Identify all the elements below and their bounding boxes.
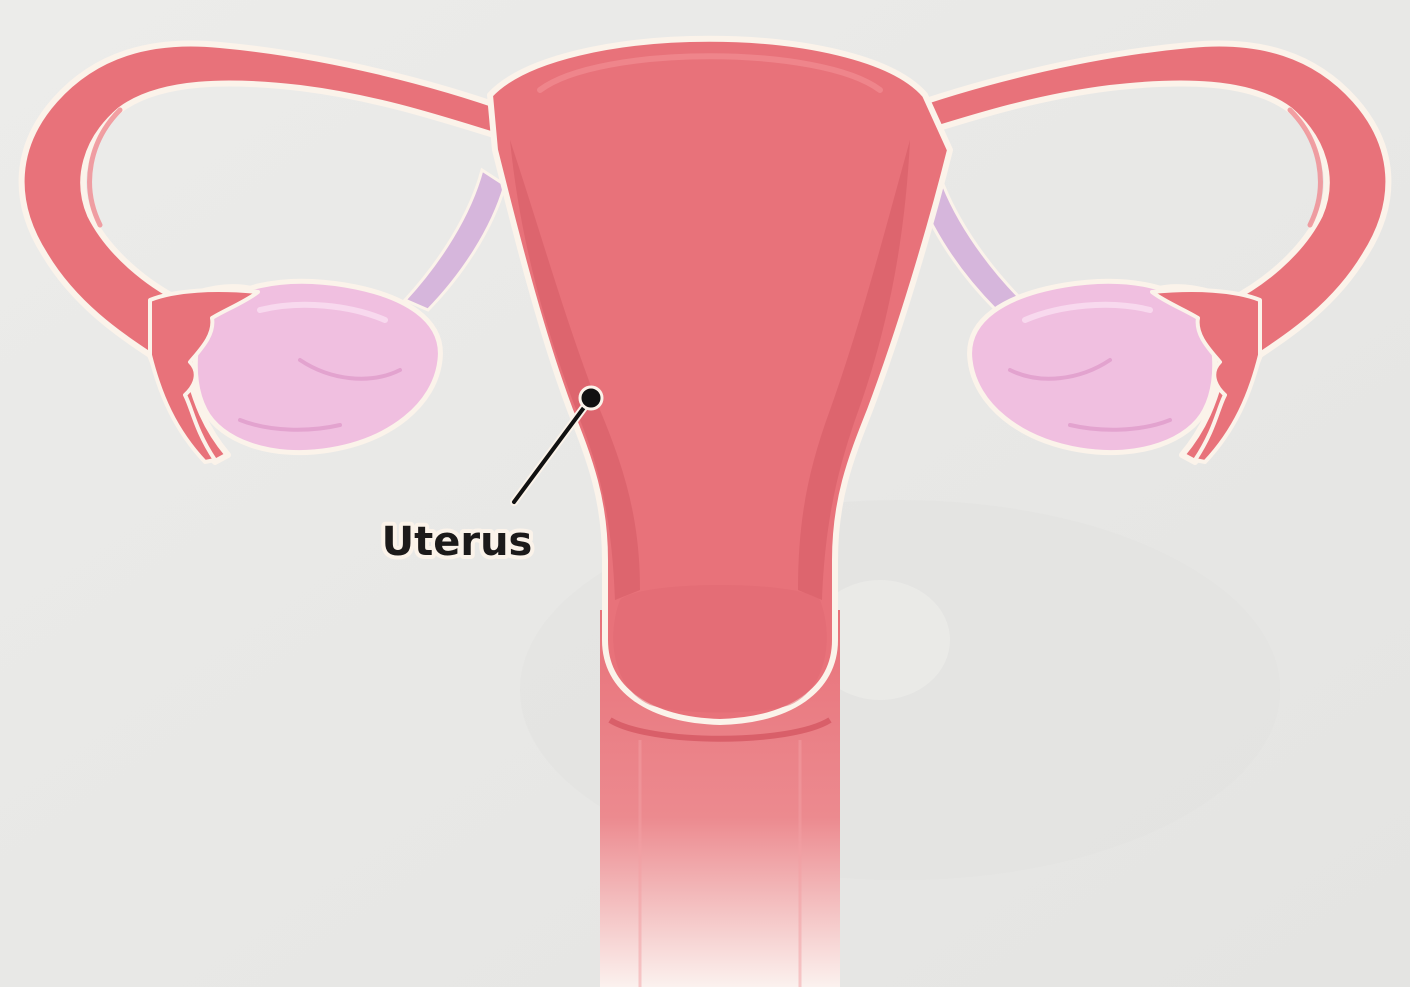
uterus-leader-dot <box>580 387 602 409</box>
uterus-label: Uterus <box>382 519 533 565</box>
